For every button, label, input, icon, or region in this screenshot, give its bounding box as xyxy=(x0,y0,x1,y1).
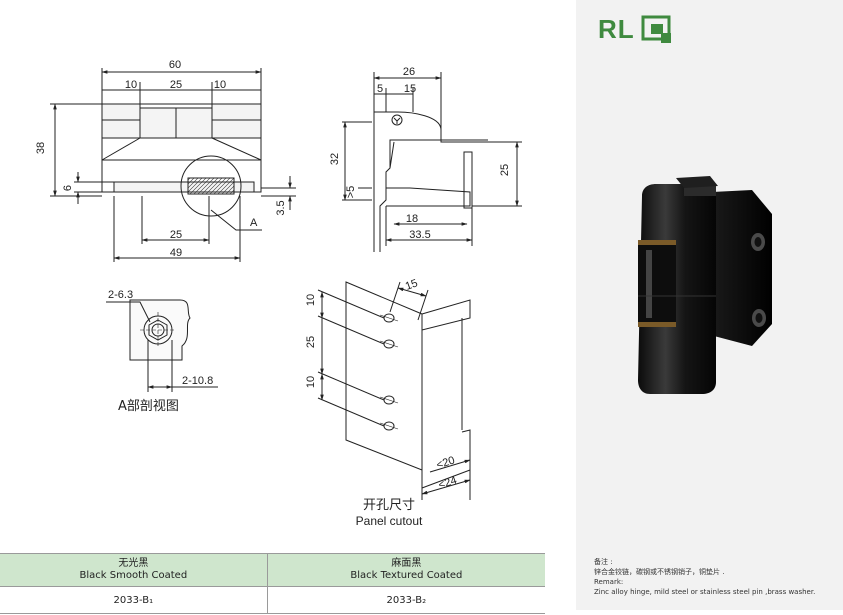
dim-overall-width: 60 xyxy=(169,59,181,71)
dim-cutout-depth: 15 xyxy=(404,277,420,292)
side-view xyxy=(342,72,522,252)
brand-logo-text: RL xyxy=(598,14,635,44)
part-number-textured: 2033-B₂ xyxy=(266,586,545,614)
remarks-note: 备注 : 锌合金铰链，碳钢或不锈钢销子，铜垫片 . Remark: Zinc a… xyxy=(594,557,834,597)
brand-logo: RL xyxy=(598,14,673,45)
dim-top-b: 15 xyxy=(404,83,416,95)
dim-cutout-middle: 25 xyxy=(305,336,317,348)
detail-a-circle xyxy=(180,155,242,217)
dim-middle-segment: 25 xyxy=(170,79,182,91)
dim-slot: 6 xyxy=(62,185,74,191)
dim-side-height: 32 xyxy=(329,153,341,165)
finish-header-smooth: 无光黑 Black Smooth Coated xyxy=(0,553,268,587)
remarks-label: Remark: xyxy=(594,578,624,586)
dim-height: 38 xyxy=(35,142,47,154)
black-hinge-photo xyxy=(638,176,772,394)
dim-right-height: 25 xyxy=(499,164,511,176)
finish-header-smooth-en: Black Smooth Coated xyxy=(79,570,188,581)
dim-cutout-lower: 10 xyxy=(305,376,317,388)
catalog-mark-icon xyxy=(641,15,671,43)
remarks-title: 备注 : xyxy=(594,558,613,566)
top-view xyxy=(50,68,296,262)
finish-table: 无光黑 Black Smooth Coated 麻面黑 Black Textur… xyxy=(0,553,545,614)
dim-base: 49 xyxy=(170,247,182,259)
dim-top-width: 26 xyxy=(403,66,415,78)
callout-hex: 2-6.3 xyxy=(108,289,133,301)
dim-cutout-min-a: <20 xyxy=(435,454,456,471)
product-panel xyxy=(576,0,843,610)
technical-drawing: 60 10 25 10 38 6 25 49 3.5 A 26 xyxy=(35,59,522,528)
panel-cutout-caption-en: Panel cutout xyxy=(356,514,423,528)
remarks-en: Zinc alloy hinge, mild steel or stainles… xyxy=(594,588,816,596)
callout-diameter: 2-10.8 xyxy=(182,375,213,387)
dim-flange: >5 xyxy=(345,186,357,199)
dim-cutout-min-b: <24 xyxy=(437,474,458,491)
dim-cutout-upper: 10 xyxy=(305,294,317,306)
table-row: 2033-B₁ 2033-B₂ xyxy=(0,586,545,614)
dim-offset: 3.5 xyxy=(275,200,287,215)
dim-right-segment: 10 xyxy=(214,79,226,91)
detail-a-caption: A部剖视图 xyxy=(118,399,179,414)
dim-inner: 18 xyxy=(406,213,418,225)
finish-header-smooth-cn: 无光黑 xyxy=(118,558,149,569)
panel-cutout-caption-cn: 开孔尺寸 xyxy=(363,498,415,513)
dim-top-a: 5 xyxy=(377,83,383,95)
part-number-smooth: 2033-B₁ xyxy=(0,586,268,614)
dim-outer: 33.5 xyxy=(409,229,430,241)
finish-header-textured: 麻面黑 Black Textured Coated xyxy=(266,553,545,587)
dim-bottom-span: 25 xyxy=(170,229,182,241)
remarks-cn: 锌合金铰链，碳钢或不锈钢销子，铜垫片 . xyxy=(594,568,725,576)
detail-a-view xyxy=(106,299,218,392)
finish-header-textured-en: Black Textured Coated xyxy=(350,570,463,581)
panel-cutout-view xyxy=(317,281,471,500)
detail-marker-a: A xyxy=(250,217,258,229)
dim-left-segment: 10 xyxy=(125,79,137,91)
finish-header-textured-cn: 麻面黑 xyxy=(391,558,422,569)
